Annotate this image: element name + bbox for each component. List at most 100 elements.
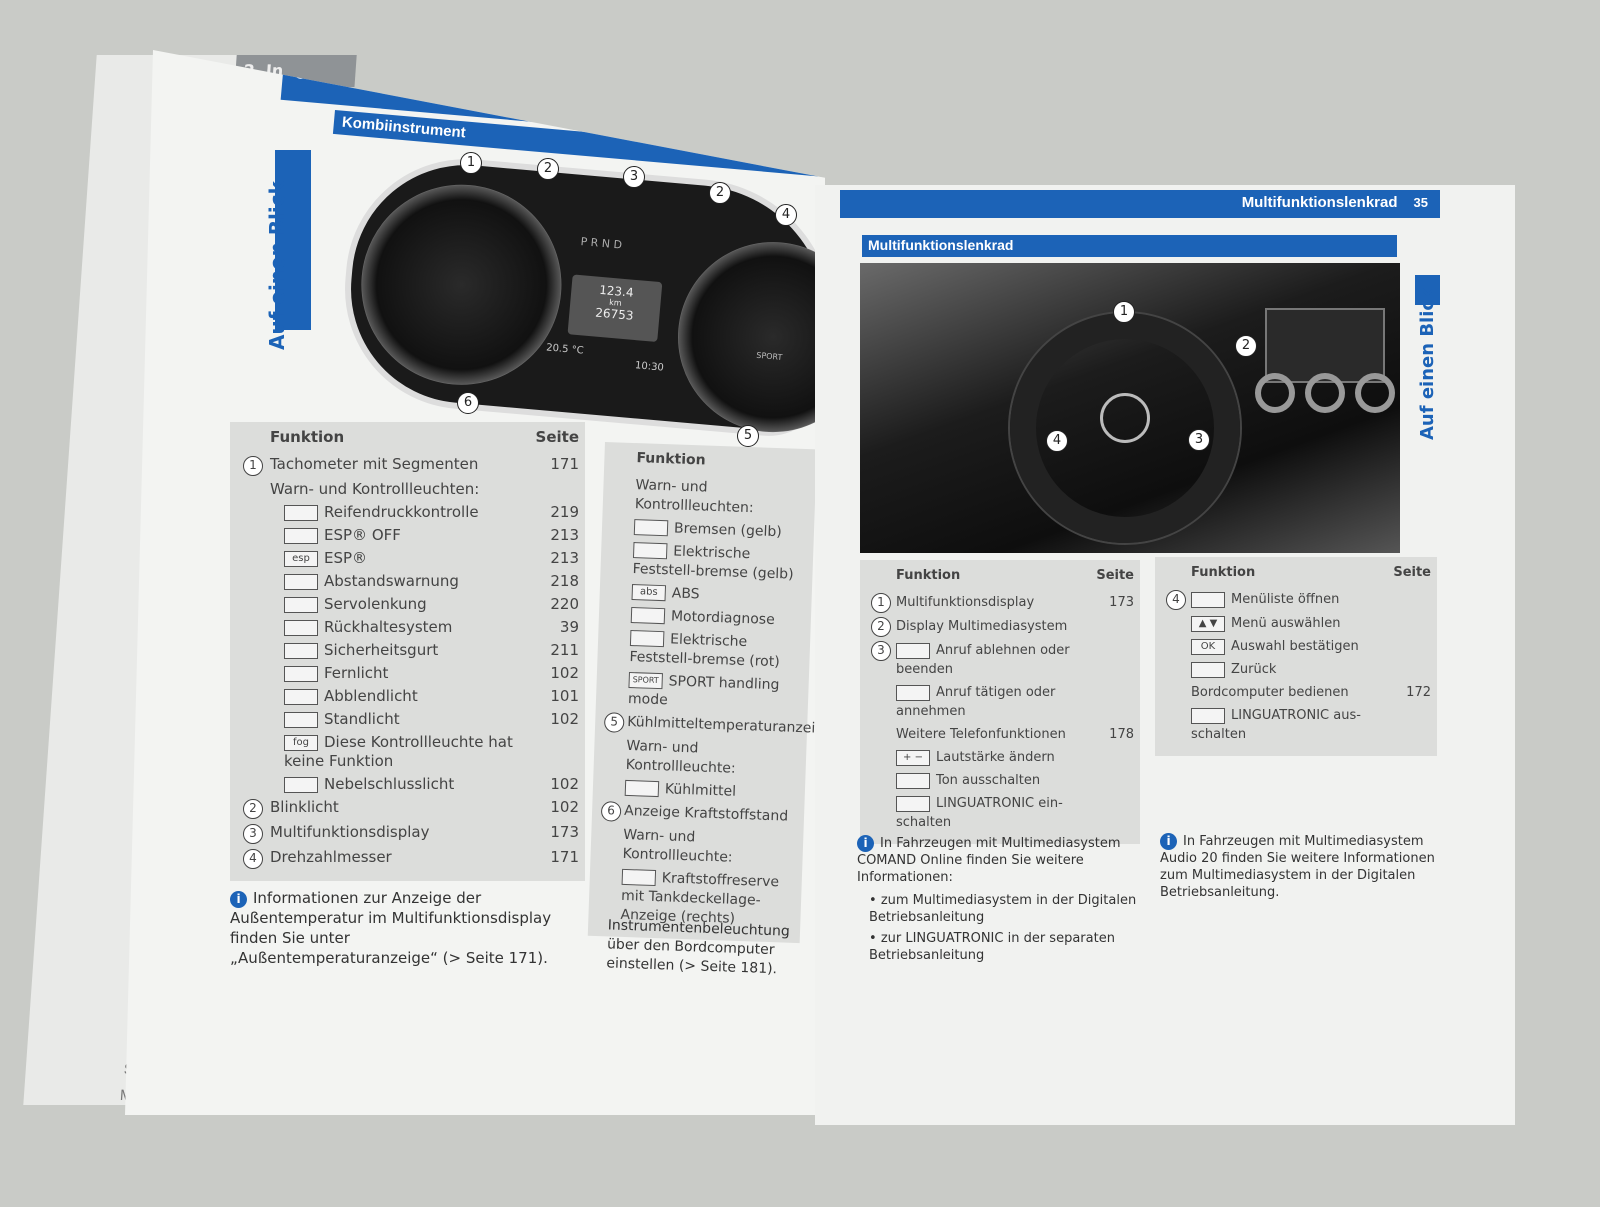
instrument-cluster: P R N D 123.4 km 26753 20.5 °C 10:30 SPO… [335,149,825,441]
row-cell: Warn- und Kontrollleuchte: [622,826,797,870]
row-cell: Multifunktionsdisplay [270,823,537,842]
speedometer [353,176,570,394]
engine-icon [630,607,666,625]
air-vent [1255,373,1295,413]
row-number: 1 [236,455,270,476]
callout-1: 1 [1113,301,1135,323]
row-cell: Display Multimediasystem [896,617,1092,636]
callout-4: 4 [1046,430,1068,452]
symbol-icon: ▲ ▼ [1191,615,1225,632]
tire-pressure-icon [284,504,318,521]
page-reference: 39 [559,618,579,636]
row-number [599,778,625,779]
row-label: Anzeige Kraftstoffstand [623,802,789,825]
table-row: LINGUATRONIC ein-schalten [866,794,1134,832]
row-cell: Elektrische Feststell-bremse (rot) [629,629,804,673]
row-label: Rückhaltesystem [324,618,453,636]
row-number [603,670,629,671]
table-row: Warn- und Kontrollleuchten: [609,475,810,520]
row-number: 4 [236,848,270,869]
callout-number: 4 [243,849,263,869]
row-label: Servolenkung [324,595,427,613]
row-label: Menü auswählen [1231,616,1341,631]
col-function: Funktion [896,568,961,583]
temperature-readout: 20.5 °C [545,342,584,357]
section-title: Multifunktionslenkrad [862,235,1397,257]
callout-number: 2 [243,799,263,819]
row-label: Warn- und Kontrollleuchten: [634,477,754,517]
row-cell: LINGUATRONIC aus-schalten [1191,706,1389,744]
row-label: Kühlmitteltemperaturanzeige [626,713,834,738]
power-steering-icon [284,596,318,613]
row-cell: Elektrische Feststell-bremse (gelb) [632,541,807,585]
row-label: Kühlmittel [664,781,737,800]
back-icon [1191,661,1225,678]
row-number: 3 [236,823,270,844]
table-row: Anruf tätigen oder annehmen [866,683,1134,721]
abs-icon: abs [631,584,667,602]
row-number [606,582,632,583]
row-label: Menüliste öffnen [1231,592,1340,607]
table-row: + −Lautstärke ändern [866,748,1134,767]
row-cell: Standlicht [270,710,537,729]
callout-2: 2 [537,158,559,180]
row-cell: Warn- und Kontrollleuchten: [635,476,810,520]
bullet-item: • zur LINGUATRONIC in der separaten Betr… [869,931,1115,963]
row-number: 2 [236,798,270,819]
callout-number: 2 [871,617,891,637]
page-reference: 219 [550,503,579,521]
air-vent [1305,373,1345,413]
row-cell: Servolenkung [270,595,537,614]
note-text: In Fahrzeugen mit Multimediasystem COMAN… [857,836,1121,885]
rear-fog-icon [284,776,318,793]
col-function: Funktion [1191,565,1256,580]
row-cell: Kühlmitteltemperaturanzeige [627,713,825,738]
callout-number: 3 [243,824,263,844]
row-cell: Warn- und Kontrollleuchten: [270,480,537,499]
col-function: Funktion [270,428,345,446]
steering-wheel-photo [860,263,1400,553]
row-label: Multifunktionsdisplay [896,595,1035,610]
row-cell: Abblendlicht [270,687,537,706]
row-cell: Warn- und Kontrollleuchte: [625,737,800,781]
row-number: 6 [598,801,625,822]
table-row: Kühlmittel [599,778,800,804]
row-number [608,517,634,518]
info-icon: i [857,835,874,852]
table-header: Funktion Seite [866,566,1134,585]
page-reference: 173 [1109,595,1134,610]
row-number [596,867,622,868]
row-cell: Rückhaltesystem [270,618,537,637]
page-reference: 102 [550,798,579,816]
page-reference: 218 [550,572,579,590]
row-label: Bordcomputer bedienen [1191,685,1349,700]
note-text: In Fahrzeugen mit Multimediasystem Audio… [1160,834,1435,900]
row-number: 1 [866,593,896,613]
col-page: Seite [1096,568,1134,583]
row-label: Abblendlicht [324,687,418,705]
page-number: 35 [1413,195,1428,210]
table-row: Warn- und Kontrollleuchten: [236,480,579,499]
callout-5: 5 [737,425,759,447]
row-label: Zurück [1231,662,1277,677]
row-cell: Anzeige Kraftstoffstand [624,802,799,827]
callout-number: 1 [871,593,891,613]
bullet-text: zur LINGUATRONIC in der separaten Betrie… [869,931,1115,963]
page-reference: 178 [1109,727,1134,742]
